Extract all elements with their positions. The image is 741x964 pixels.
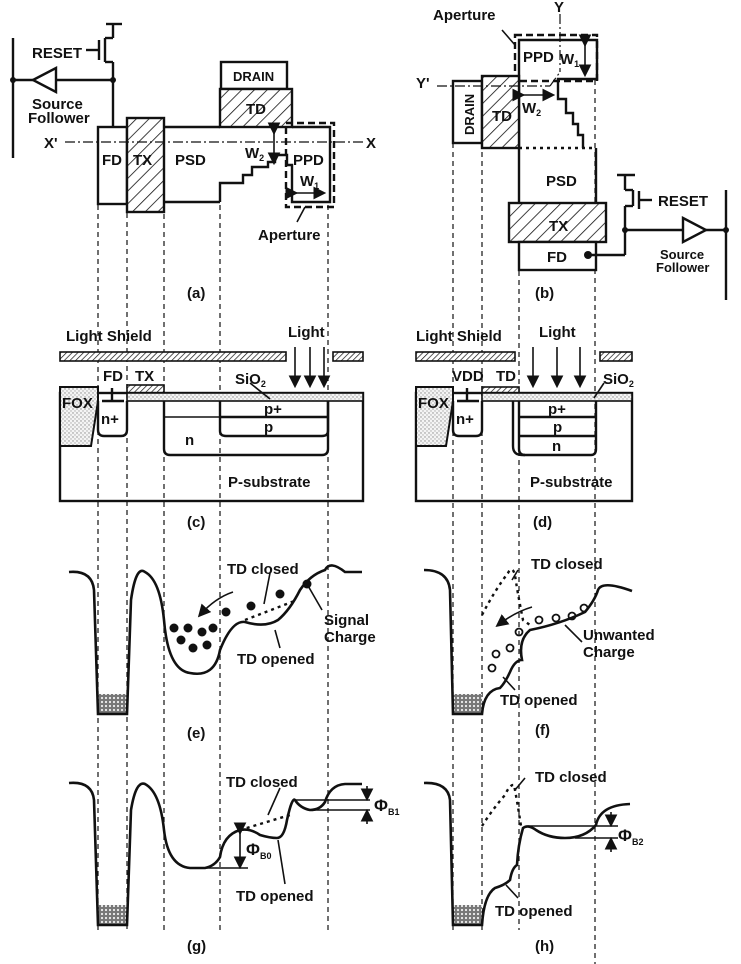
light-shield-label-d: Light Shield [416,328,502,345]
td-closed-label-g: TD closed [226,774,298,791]
panel-e-potential: TD closed TD opened Signal Charge (e) [68,561,376,742]
panel-c-cross-section: Light Shield Light FD TX SiO2 FOX n+ p+ … [58,324,365,531]
fd-region-b [517,240,598,272]
signal-charge-label-2: Charge [324,629,376,646]
td-opened-label-f: TD opened [500,692,578,709]
aperture-label-a: Aperture [258,227,321,244]
tx-label-c: TX [135,368,154,385]
signal-charge-label-1: Signal [324,612,369,629]
td-closed-label-e: TD closed [227,561,299,578]
fd-charge-g [98,905,127,925]
caption-c: (c) [187,514,205,531]
fox-label-c: FOX [62,395,93,412]
source-follower-icon-b [681,216,709,244]
w2-label-a: W2 [245,145,264,163]
source-follower-icon [30,66,58,94]
drain-label-b: DRAIN [462,94,477,135]
td-opened-label-e: TD opened [237,651,315,668]
fd-label-c: FD [103,368,123,385]
p-label-d: p [553,419,562,436]
panel-b-layout: Aperture Y Y' PPD W1 W2 DRAIN TD PSD TX … [416,0,729,302]
w1-label-b: W1 [560,51,579,69]
td-label-d: TD [496,368,516,385]
reset-label-a: RESET [32,45,82,62]
source-follower-label-a-2: Follower [28,110,90,127]
td-gate-b [480,74,521,150]
aperture-label-b: Aperture [433,7,496,24]
ppd-label-a: PPD [293,152,324,169]
phi-b0-label: ΦB0 [246,840,271,861]
reset-label-b: RESET [658,193,708,210]
light-shield-label-c: Light Shield [66,328,152,345]
panel-g-potential: ΦB0 ΦB1 TD closed TD opened (g) [68,774,399,955]
source-follower-label-b-2: Follower [656,260,709,275]
source-follower-label-b-1: Source [660,247,704,262]
p-label-c: p [264,419,273,436]
ppd-label-b: PPD [523,49,554,66]
td-label-a: TD [246,101,266,118]
panel-f-potential: TD closed Unwanted Charge TD opened (f) [423,556,655,739]
axis-y-label: Y [554,0,564,16]
fd-label-a: FD [102,152,122,169]
axis-x-label: X [366,135,376,152]
phi-b1-label: ΦB1 [374,796,399,817]
vdd-label-d: VDD [452,368,484,385]
n-label-c: n [185,432,194,449]
n-plus-label-d: n+ [456,411,474,428]
tx-label-b: TX [549,218,568,235]
psd-label-b: PSD [546,173,577,190]
panel-a-layout: RESET Source Follower X' X FD TX PSD DRA… [10,22,376,302]
unwanted-charge-label-1: Unwanted [583,627,655,644]
caption-g: (g) [187,938,206,955]
phi-b2-label: ΦB2 [618,826,643,847]
td-closed-label-h: TD closed [535,769,607,786]
light-label-c: Light [288,324,325,341]
drain-label-a: DRAIN [233,69,274,84]
w1-label-a: W1 [300,173,319,191]
caption-f: (f) [535,722,550,739]
source-follower-label-a-1: Source [32,96,83,113]
td-opened-label-h: TD opened [495,903,573,920]
axis-y-prime-label: Y' [416,75,430,92]
p-plus-label-c: p+ [264,401,282,418]
unwanted-charge-label-2: Charge [583,644,635,661]
n-plus-label-c: n+ [101,411,119,428]
substrate-label-c: P-substrate [228,474,311,491]
fd-charge-h [453,905,482,925]
light-shield-d [415,351,516,362]
n-label-d: n [552,438,561,455]
signal-charge-dots [169,579,312,653]
sio2-label-d: SiO2 [603,371,634,389]
unwanted-charge-circles [487,603,589,673]
td-gate-a [218,87,294,129]
caption-b: (b) [535,285,554,302]
td-opened-label-g: TD opened [236,888,314,905]
caption-a: (a) [187,285,205,302]
caption-d: (d) [533,514,552,531]
axis-x-prime-label: X' [44,135,58,152]
caption-h: (h) [535,938,554,955]
caption-e: (e) [187,725,205,742]
substrate-c [58,391,365,503]
fox-label-d: FOX [418,395,449,412]
w2-label-b: W2 [522,100,541,118]
panel-d-cross-section: Light Shield Light VDD TD SiO2 FOX n+ p+… [414,324,634,531]
fd-label-b: FD [547,249,567,266]
tx-gate-a [125,116,166,214]
fd-region-a [96,125,129,206]
psd-label-a: PSD [175,152,206,169]
tx-label-a: TX [133,152,152,169]
p-plus-label-d: p+ [548,401,566,418]
substrate-label-d: P-substrate [530,474,613,491]
light-label-d: Light [539,324,576,341]
fd-charge-e [98,694,127,714]
td-closed-label-f: TD closed [531,556,603,573]
panel-h-potential: ΦB2 TD closed TD opened (h) [423,769,643,955]
td-label-b: TD [492,108,512,125]
fd-charge-f [453,694,482,714]
light-shield-c [59,351,287,362]
sio2-label-c: SiO2 [235,371,266,389]
aperture-box-a [284,121,336,209]
